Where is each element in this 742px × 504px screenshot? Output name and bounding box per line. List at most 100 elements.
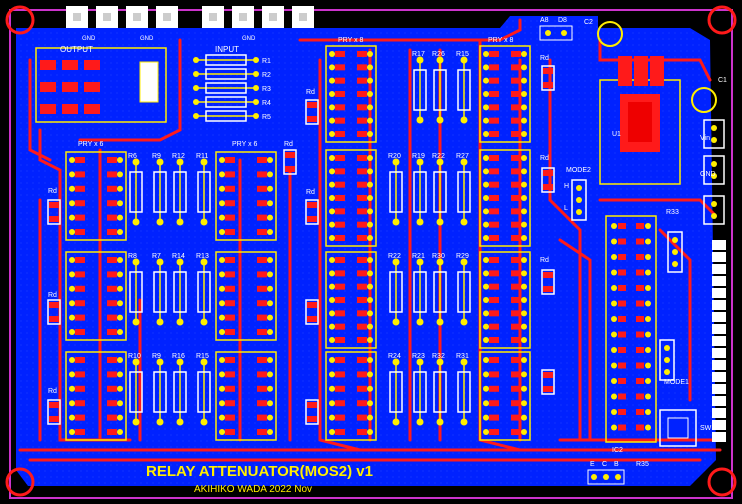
right-header-pad-11 — [712, 372, 726, 382]
relay-pad-r-c3-4 — [357, 310, 367, 317]
relay-pin-r-d4-1 — [521, 371, 527, 378]
relay-pin-l-d3-3 — [483, 297, 489, 303]
relay-pin-l-b3-2 — [219, 385, 225, 392]
ic2-pad-r-7 — [636, 331, 644, 338]
res-pad-a-Lrow22 — [176, 258, 184, 266]
relay-pin-r-b3-2 — [267, 385, 273, 392]
label-rd-5: Rd — [306, 89, 315, 96]
relay-pad-l-d4-0 — [489, 357, 499, 363]
relay-pin-r-d2-0 — [521, 155, 527, 161]
res-label-Lrow31: R9 — [152, 353, 161, 360]
relay-pad-r-d3-2 — [511, 283, 521, 290]
relay-pin-r-c4-5 — [367, 429, 373, 435]
rd-pad-a-7 — [543, 68, 553, 74]
relay-pin-r-d1-2 — [521, 77, 527, 84]
relay-pad-r-c1-0 — [357, 51, 367, 57]
relay-pad-l-a2-3 — [75, 300, 85, 307]
relay-pin-l-b2-5 — [219, 329, 225, 335]
relay-pad-r-c1-3 — [357, 91, 367, 97]
mount-hole-tr — [707, 5, 737, 35]
relay-outline-d4 — [479, 351, 531, 441]
header-pad-hole-1 — [103, 13, 111, 21]
relay-pin-r-d1-5 — [521, 117, 527, 124]
relay-pin-l-a1-4 — [69, 214, 75, 221]
res-pad-a-Rrow32 — [436, 358, 444, 366]
ic2-pad-l-13 — [618, 424, 626, 431]
relay-pad-l-c1-0 — [335, 51, 345, 57]
res-pad-b-Rrow21 — [416, 318, 424, 326]
capacitor-c2 — [597, 21, 623, 47]
label-pry6-mid: PRY x 6 — [232, 141, 258, 148]
ic2-pin-r-0 — [645, 223, 651, 229]
relay-pad-r-d4-1 — [511, 371, 521, 378]
power-header-1 — [703, 155, 725, 185]
relay-pin-l-d3-4 — [483, 310, 489, 317]
output-pad-5 — [84, 82, 100, 92]
ic2-pin-r-5 — [645, 300, 651, 307]
relay-pin-r-c2-0 — [367, 155, 373, 161]
relay-pin-r-d1-1 — [521, 64, 527, 71]
relay-pin-r-c3-3 — [367, 297, 373, 303]
res-pad-a-Lrow23 — [200, 258, 208, 266]
ic2-pin-r-9 — [645, 362, 651, 369]
res-pad-a-Rrow23 — [460, 258, 468, 266]
relay-pad-l-b3-2 — [225, 385, 235, 392]
relay-pad-l-c2-3 — [335, 195, 345, 201]
relay-pin-l-b3-0 — [219, 357, 225, 363]
relay-pin-r-c1-3 — [367, 91, 373, 97]
relay-pin-l-a2-5 — [69, 329, 75, 335]
res-body-Rrow33 — [457, 371, 471, 413]
relay-pad-r-b1-0 — [257, 157, 267, 163]
relay-pin-l-b2-1 — [219, 271, 225, 278]
relay-pin-r-d1-4 — [521, 104, 527, 111]
ic2-pad-l-8 — [618, 347, 626, 353]
relay-pin-l-c2-2 — [329, 181, 335, 188]
relay-pad-r-c4-1 — [357, 371, 367, 378]
relay-pin-l-d1-4 — [483, 104, 489, 111]
trace-13 — [598, 198, 717, 217]
relay-pin-l-c1-4 — [329, 104, 335, 111]
relay-pin-l-b1-1 — [219, 171, 225, 178]
rd-pad-b-1 — [49, 316, 59, 322]
relay-pin-l-a1-0 — [69, 157, 75, 163]
label-c1: C1 — [718, 77, 727, 84]
relay-pin-l-b1-4 — [219, 214, 225, 221]
relay-pin-r-d1-0 — [521, 51, 527, 57]
ic2-pad-r-5 — [636, 300, 644, 307]
input-res-pad-a-4 — [193, 113, 199, 119]
rd-pad-a-8 — [543, 170, 553, 176]
relay-pad-l-d3-6 — [489, 337, 499, 343]
relay-pad-r-d4-3 — [511, 400, 521, 407]
res-label-R00: R17 — [412, 51, 425, 58]
relay-pad-l-a1-5 — [75, 229, 85, 235]
relay-outline-d1 — [479, 45, 531, 143]
relay-pin-r-b1-0 — [267, 157, 273, 163]
res-pad-a-Rrow10 — [392, 158, 400, 166]
relay-pad-r-d3-6 — [511, 337, 521, 343]
ic2-pin-l-2 — [611, 254, 617, 260]
res-pad-a-Lrow20 — [132, 258, 140, 266]
relay-pin-r-d3-1 — [521, 270, 527, 277]
ic2-pad-l-4 — [618, 285, 626, 291]
relay-pin-r-d2-2 — [521, 181, 527, 188]
relay-pad-r-c2-2 — [357, 181, 367, 188]
power-header-pin-a-0 — [711, 125, 717, 131]
input-res-body-4 — [205, 110, 247, 122]
relay-pad-l-c2-2 — [335, 181, 345, 188]
output-pad-8 — [84, 104, 100, 114]
relay-pin-r-a1-2 — [117, 185, 123, 192]
right-header-pad-13 — [712, 396, 726, 406]
label-d8: D8 — [558, 17, 567, 24]
res-pad-b-Lrow12 — [176, 218, 184, 226]
res-body-R00 — [413, 69, 427, 111]
relay-pin-l-c4-5 — [329, 429, 335, 435]
relay-pad-l-c2-6 — [335, 235, 345, 241]
res-label-Lrow20: R8 — [128, 253, 137, 260]
res-pad-a-Rrow22 — [436, 258, 444, 266]
relay-pin-r-a2-3 — [117, 300, 123, 307]
res-body-Lrow12 — [173, 171, 187, 213]
relay-pad-r-d3-1 — [511, 270, 521, 277]
power-header-pin-a-2 — [711, 201, 717, 207]
relay-pin-l-a1-5 — [69, 229, 75, 235]
